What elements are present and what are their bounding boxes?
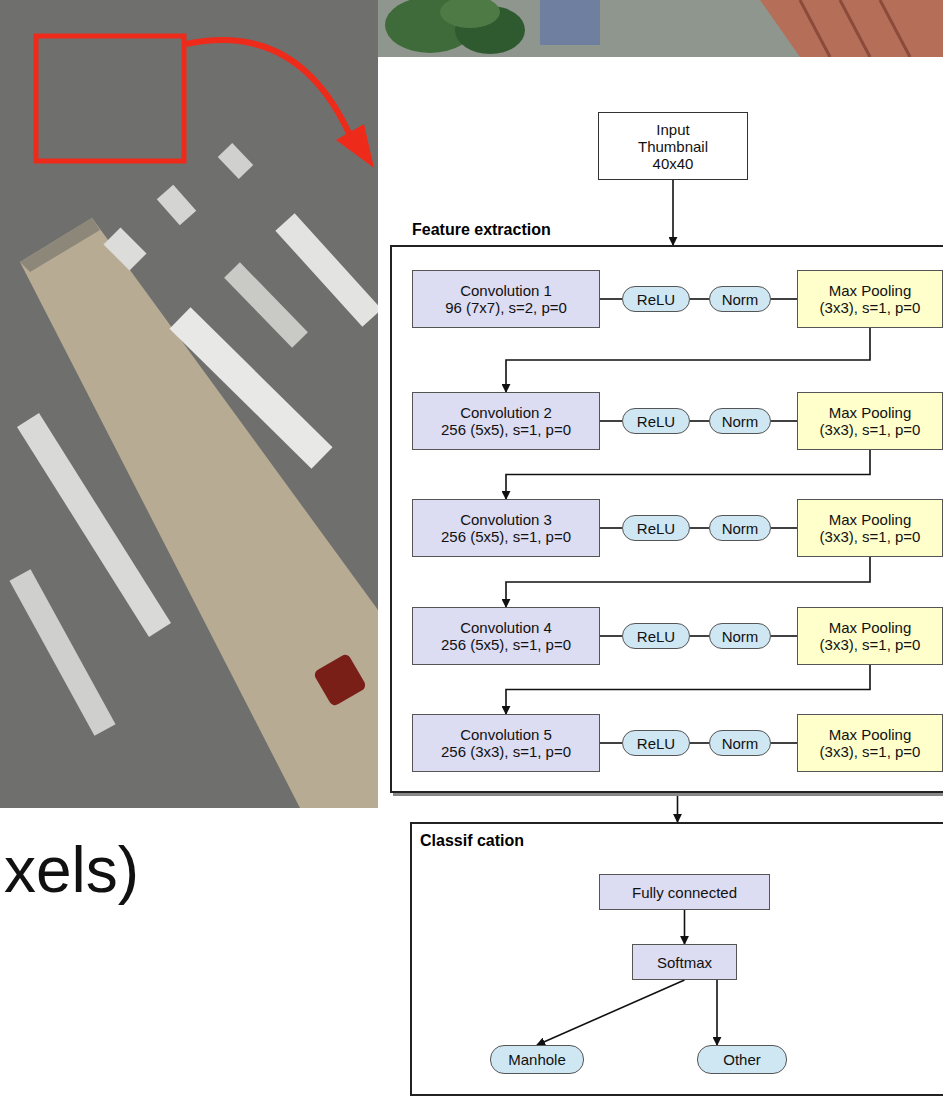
- node-label: (3x3), s=1, p=0: [820, 421, 921, 438]
- node-label: Max Pooling: [829, 282, 912, 299]
- panel-heading: Classif cation: [420, 832, 524, 850]
- classification-panel: Classif cationFully connectedSoftmaxManh…: [410, 822, 943, 1096]
- connector: [600, 298, 622, 300]
- operation-pill: Norm: [709, 408, 771, 434]
- operation-pill: Norm: [709, 515, 771, 541]
- node-label: Max Pooling: [829, 726, 912, 743]
- node-label: Fully connected: [632, 884, 737, 901]
- node-label: Convolution 1: [460, 282, 552, 299]
- operation-pill: Other: [697, 1045, 787, 1074]
- operation-pill: ReLU: [622, 730, 690, 756]
- connector: [537, 980, 685, 1045]
- node-label: Input Thumbnail 40x40: [633, 121, 713, 172]
- node-label: Convolution 5: [460, 726, 552, 743]
- operation-pill: Norm: [709, 286, 771, 312]
- node-label: ReLU: [637, 291, 675, 308]
- node-label: 256 (5x5), s=1, p=0: [441, 528, 571, 545]
- connector: [771, 527, 797, 529]
- node-label: ReLU: [637, 413, 675, 430]
- node-label: 256 (3x3), s=1, p=0: [441, 743, 571, 760]
- node-label: Norm: [722, 520, 759, 537]
- connector: [690, 742, 709, 744]
- operation-pill: ReLU: [622, 408, 690, 434]
- connector: [600, 420, 622, 422]
- node-label: Other: [723, 1051, 761, 1068]
- connector: [771, 298, 797, 300]
- pooling-box: Max Pooling(3x3), s=1, p=0: [797, 499, 943, 557]
- node-label: 256 (5x5), s=1, p=0: [441, 636, 571, 653]
- node-label: 256 (5x5), s=1, p=0: [441, 421, 571, 438]
- connector: [684, 910, 686, 944]
- connector: [771, 635, 797, 637]
- node-label: ReLU: [637, 520, 675, 537]
- convolution-box: Convolution 3256 (5x5), s=1, p=0: [412, 499, 600, 557]
- connector: [600, 527, 622, 529]
- layer-box: Fully connected: [599, 874, 770, 910]
- pooling-box: Max Pooling(3x3), s=1, p=0: [797, 392, 943, 450]
- operation-pill: ReLU: [622, 286, 690, 312]
- node-label: Norm: [722, 735, 759, 752]
- operation-pill: Norm: [709, 730, 771, 756]
- connector: [672, 180, 674, 245]
- connector: [690, 527, 709, 529]
- connector: [600, 635, 622, 637]
- connector: [506, 665, 870, 714]
- node-label: Norm: [722, 291, 759, 308]
- connector: [690, 635, 709, 637]
- node-label: ReLU: [637, 735, 675, 752]
- pooling-box: Max Pooling(3x3), s=1, p=0: [797, 270, 943, 328]
- node-label: Norm: [722, 413, 759, 430]
- node-label: Max Pooling: [829, 619, 912, 636]
- pooling-box: Max Pooling(3x3), s=1, p=0: [797, 607, 943, 665]
- operation-pill: Norm: [709, 623, 771, 649]
- connector: [771, 742, 797, 744]
- node-label: (3x3), s=1, p=0: [820, 528, 921, 545]
- node-label: ReLU: [637, 628, 675, 645]
- connector: [506, 557, 870, 607]
- operation-pill: ReLU: [622, 515, 690, 541]
- connector: [716, 980, 718, 1045]
- convolution-box: Convolution 4256 (5x5), s=1, p=0: [412, 607, 600, 665]
- connector: [506, 450, 870, 499]
- node-label: (3x3), s=1, p=0: [820, 636, 921, 653]
- connector: [677, 793, 679, 822]
- slide-text-fragment: xels): [4, 834, 139, 906]
- convolution-box: Convolution 5256 (3x3), s=1, p=0: [412, 714, 600, 772]
- node-label: 96 (7x7), s=2, p=0: [445, 299, 567, 316]
- node-label: (3x3), s=1, p=0: [820, 299, 921, 316]
- node-label: Max Pooling: [829, 511, 912, 528]
- node-label: Convolution 2: [460, 404, 552, 421]
- node-label: Norm: [722, 628, 759, 645]
- operation-pill: Manhole: [490, 1045, 584, 1074]
- node-label: Convolution 3: [460, 511, 552, 528]
- convolution-box: Convolution 2256 (5x5), s=1, p=0: [412, 392, 600, 450]
- connector: [506, 328, 870, 392]
- panel-heading: Feature extraction: [412, 221, 551, 239]
- convolution-box: Convolution 196 (7x7), s=2, p=0: [412, 270, 600, 328]
- connector: [690, 420, 709, 422]
- pooling-box: Max Pooling(3x3), s=1, p=0: [797, 714, 943, 772]
- node-label: Max Pooling: [829, 404, 912, 421]
- feature-panel: Feature extractionConvolution 196 (7x7),…: [390, 245, 943, 793]
- input-box: Input Thumbnail 40x40: [598, 112, 748, 180]
- layer-box: Softmax: [632, 944, 737, 980]
- node-label: Manhole: [508, 1051, 566, 1068]
- connector: [600, 742, 622, 744]
- connector: [771, 420, 797, 422]
- node-label: (3x3), s=1, p=0: [820, 743, 921, 760]
- node-label: Softmax: [657, 954, 712, 971]
- node-label: Convolution 4: [460, 619, 552, 636]
- operation-pill: ReLU: [622, 623, 690, 649]
- connector: [690, 298, 709, 300]
